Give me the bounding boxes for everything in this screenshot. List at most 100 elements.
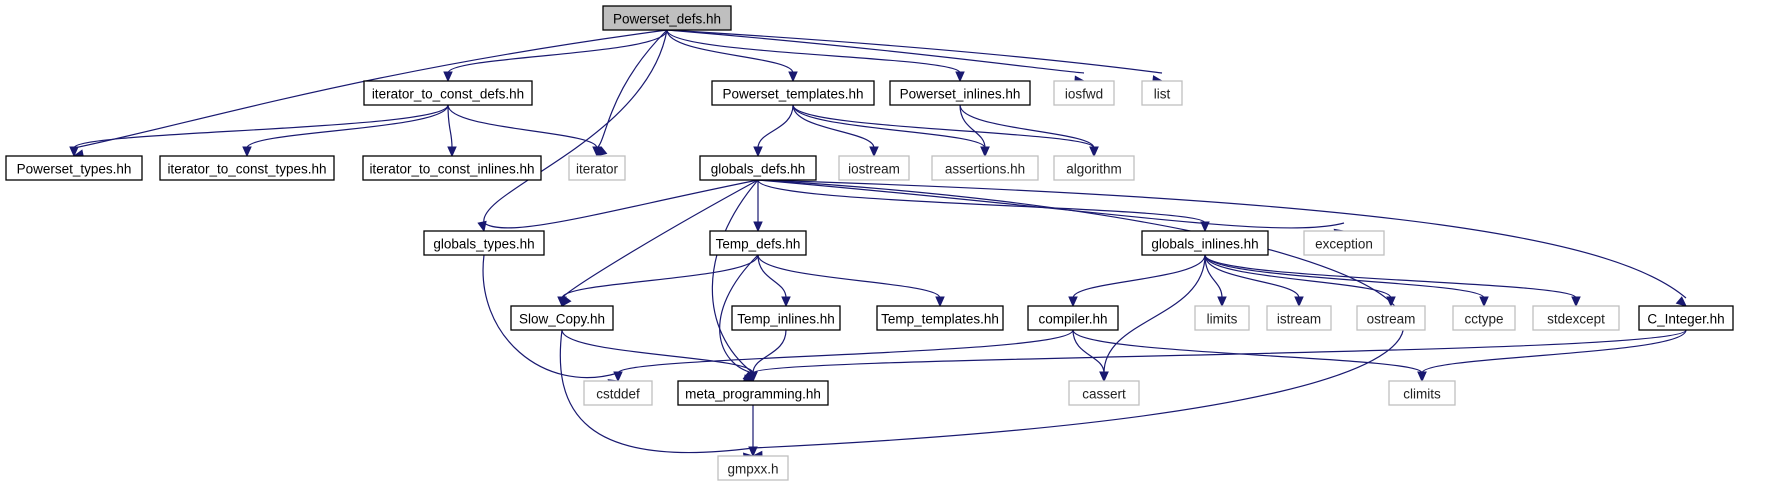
arrowhead-icon	[69, 146, 79, 158]
node-box	[568, 155, 626, 181]
node-temp_defs[interactable]: Temp_defs.hh	[709, 230, 807, 256]
arrowhead-icon	[447, 146, 457, 158]
node-label: globals_inlines.hh	[1151, 237, 1258, 252]
edge-temp_defs-to-temp_templates	[757, 254, 945, 308]
node-label: compiler.hh	[1038, 312, 1107, 327]
node-label: Powerset_inlines.hh	[900, 87, 1021, 102]
node-powerset_types[interactable]: Powerset_types.hh	[5, 155, 143, 181]
node-label: iterator_to_const_defs.hh	[372, 87, 524, 102]
node-box	[731, 305, 841, 331]
node-label: Powerset_types.hh	[17, 162, 132, 177]
edge-globals_defs-to-exception	[757, 179, 1346, 238]
arrowhead-icon	[1089, 146, 1099, 158]
node-compiler[interactable]: compiler.hh	[1027, 305, 1119, 331]
edge-powerset_defs-to-iterator_to_const_defs	[443, 29, 668, 83]
node-slow_copy[interactable]: Slow_Copy.hh	[510, 305, 614, 331]
node-box	[159, 155, 335, 181]
node-box	[1141, 230, 1269, 256]
arrowhead-icon	[443, 71, 453, 83]
arrowhead-icon	[592, 146, 602, 158]
node-box	[677, 380, 829, 406]
edge-temp_defs-to-slow_copy	[557, 254, 759, 308]
node-box	[1452, 305, 1516, 331]
edge-globals_defs-to-globals_inlines	[757, 179, 1210, 233]
arrowhead-icon	[1386, 296, 1396, 308]
arrowhead-icon	[1479, 296, 1489, 308]
node-list: list	[1141, 80, 1183, 106]
node-powerset_inlines[interactable]: Powerset_inlines.hh	[889, 80, 1031, 106]
node-ostream: ostream	[1356, 305, 1426, 331]
arrowhead-icon	[869, 146, 879, 158]
node-limits: limits	[1194, 305, 1250, 331]
node-gmpxx: gmpxx.h	[717, 455, 789, 481]
node-label: iostream	[848, 162, 900, 177]
arrowhead-icon	[748, 446, 758, 458]
node-box	[602, 5, 732, 31]
edge-globals_defs-to-meta_programming	[711, 179, 759, 382]
edge-meta_programming-to-gmpxx	[748, 405, 758, 458]
node-label: cassert	[1082, 387, 1126, 402]
node-box	[1068, 380, 1140, 406]
node-temp_templates[interactable]: Temp_templates.hh	[876, 305, 1004, 331]
arrowhead-icon	[613, 371, 623, 383]
node-globals_defs[interactable]: globals_defs.hh	[699, 155, 817, 181]
node-box	[838, 155, 910, 181]
edge-globals_inlines-to-istream	[1204, 254, 1304, 308]
node-box	[709, 230, 807, 256]
node-globals_types[interactable]: globals_types.hh	[423, 230, 545, 256]
node-label: meta_programming.hh	[685, 387, 821, 402]
arrowhead-icon	[1099, 371, 1109, 383]
arrowhead-icon	[1200, 221, 1210, 233]
edge-powerset_templates-to-iostream	[792, 104, 879, 158]
edge-iterator_to_const_defs-to-iterator	[447, 104, 602, 158]
node-iostream: iostream	[838, 155, 910, 181]
node-box	[889, 80, 1031, 106]
node-box	[363, 80, 533, 106]
node-iterator_to_const_defs[interactable]: iterator_to_const_defs.hh	[363, 80, 533, 106]
edge-compiler-to-climits	[1072, 329, 1427, 383]
edge-globals_inlines-to-compiler	[1068, 254, 1206, 308]
arrowhead-icon	[753, 221, 763, 233]
node-iterator_to_const_inlines[interactable]: iterator_to_const_inlines.hh	[362, 155, 542, 181]
node-box	[1638, 305, 1734, 331]
node-label: C_Integer.hh	[1647, 312, 1724, 327]
node-powerset_defs[interactable]: Powerset_defs.hh	[602, 5, 732, 31]
node-box	[1053, 80, 1115, 106]
node-label: iosfwd	[1065, 87, 1103, 102]
node-label: assertions.hh	[945, 162, 1025, 177]
node-temp_inlines[interactable]: Temp_inlines.hh	[731, 305, 841, 331]
node-powerset_templates[interactable]: Powerset_templates.hh	[711, 80, 875, 106]
arrowhead-icon	[1068, 296, 1078, 308]
node-c_integer[interactable]: C_Integer.hh	[1638, 305, 1734, 331]
node-box	[1027, 305, 1119, 331]
node-label: Slow_Copy.hh	[519, 312, 605, 327]
node-label: list	[1154, 87, 1171, 102]
node-meta_programming[interactable]: meta_programming.hh	[677, 380, 829, 406]
edge-c_integer-to-climits	[1417, 329, 1687, 383]
edge-compiler-to-cassert	[1072, 329, 1109, 383]
node-label: iterator	[576, 162, 619, 177]
node-box	[1194, 305, 1250, 331]
node-label: climits	[1403, 387, 1441, 402]
node-label: iterator_to_const_inlines.hh	[369, 162, 534, 177]
node-box	[423, 230, 545, 256]
node-globals_inlines[interactable]: globals_inlines.hh	[1141, 230, 1269, 256]
node-label: Powerset_defs.hh	[613, 12, 721, 27]
node-label: algorithm	[1066, 162, 1122, 177]
node-assertions: assertions.hh	[931, 155, 1039, 181]
arrowhead-icon	[781, 296, 791, 308]
node-box	[1053, 155, 1135, 181]
node-algorithm: algorithm	[1053, 155, 1135, 181]
node-box	[717, 455, 789, 481]
arrowhead-icon	[1571, 296, 1581, 308]
node-box	[1266, 305, 1332, 331]
node-iterator_to_const_types[interactable]: iterator_to_const_types.hh	[159, 155, 335, 181]
node-label: cctype	[1464, 312, 1503, 327]
node-box	[362, 155, 542, 181]
edges-layer	[69, 29, 1687, 462]
node-box	[1303, 230, 1385, 256]
node-box	[699, 155, 817, 181]
edge-globals_defs-to-c_integer	[757, 179, 1687, 307]
arrowhead-icon	[753, 146, 763, 158]
node-iterator: iterator	[568, 155, 626, 181]
